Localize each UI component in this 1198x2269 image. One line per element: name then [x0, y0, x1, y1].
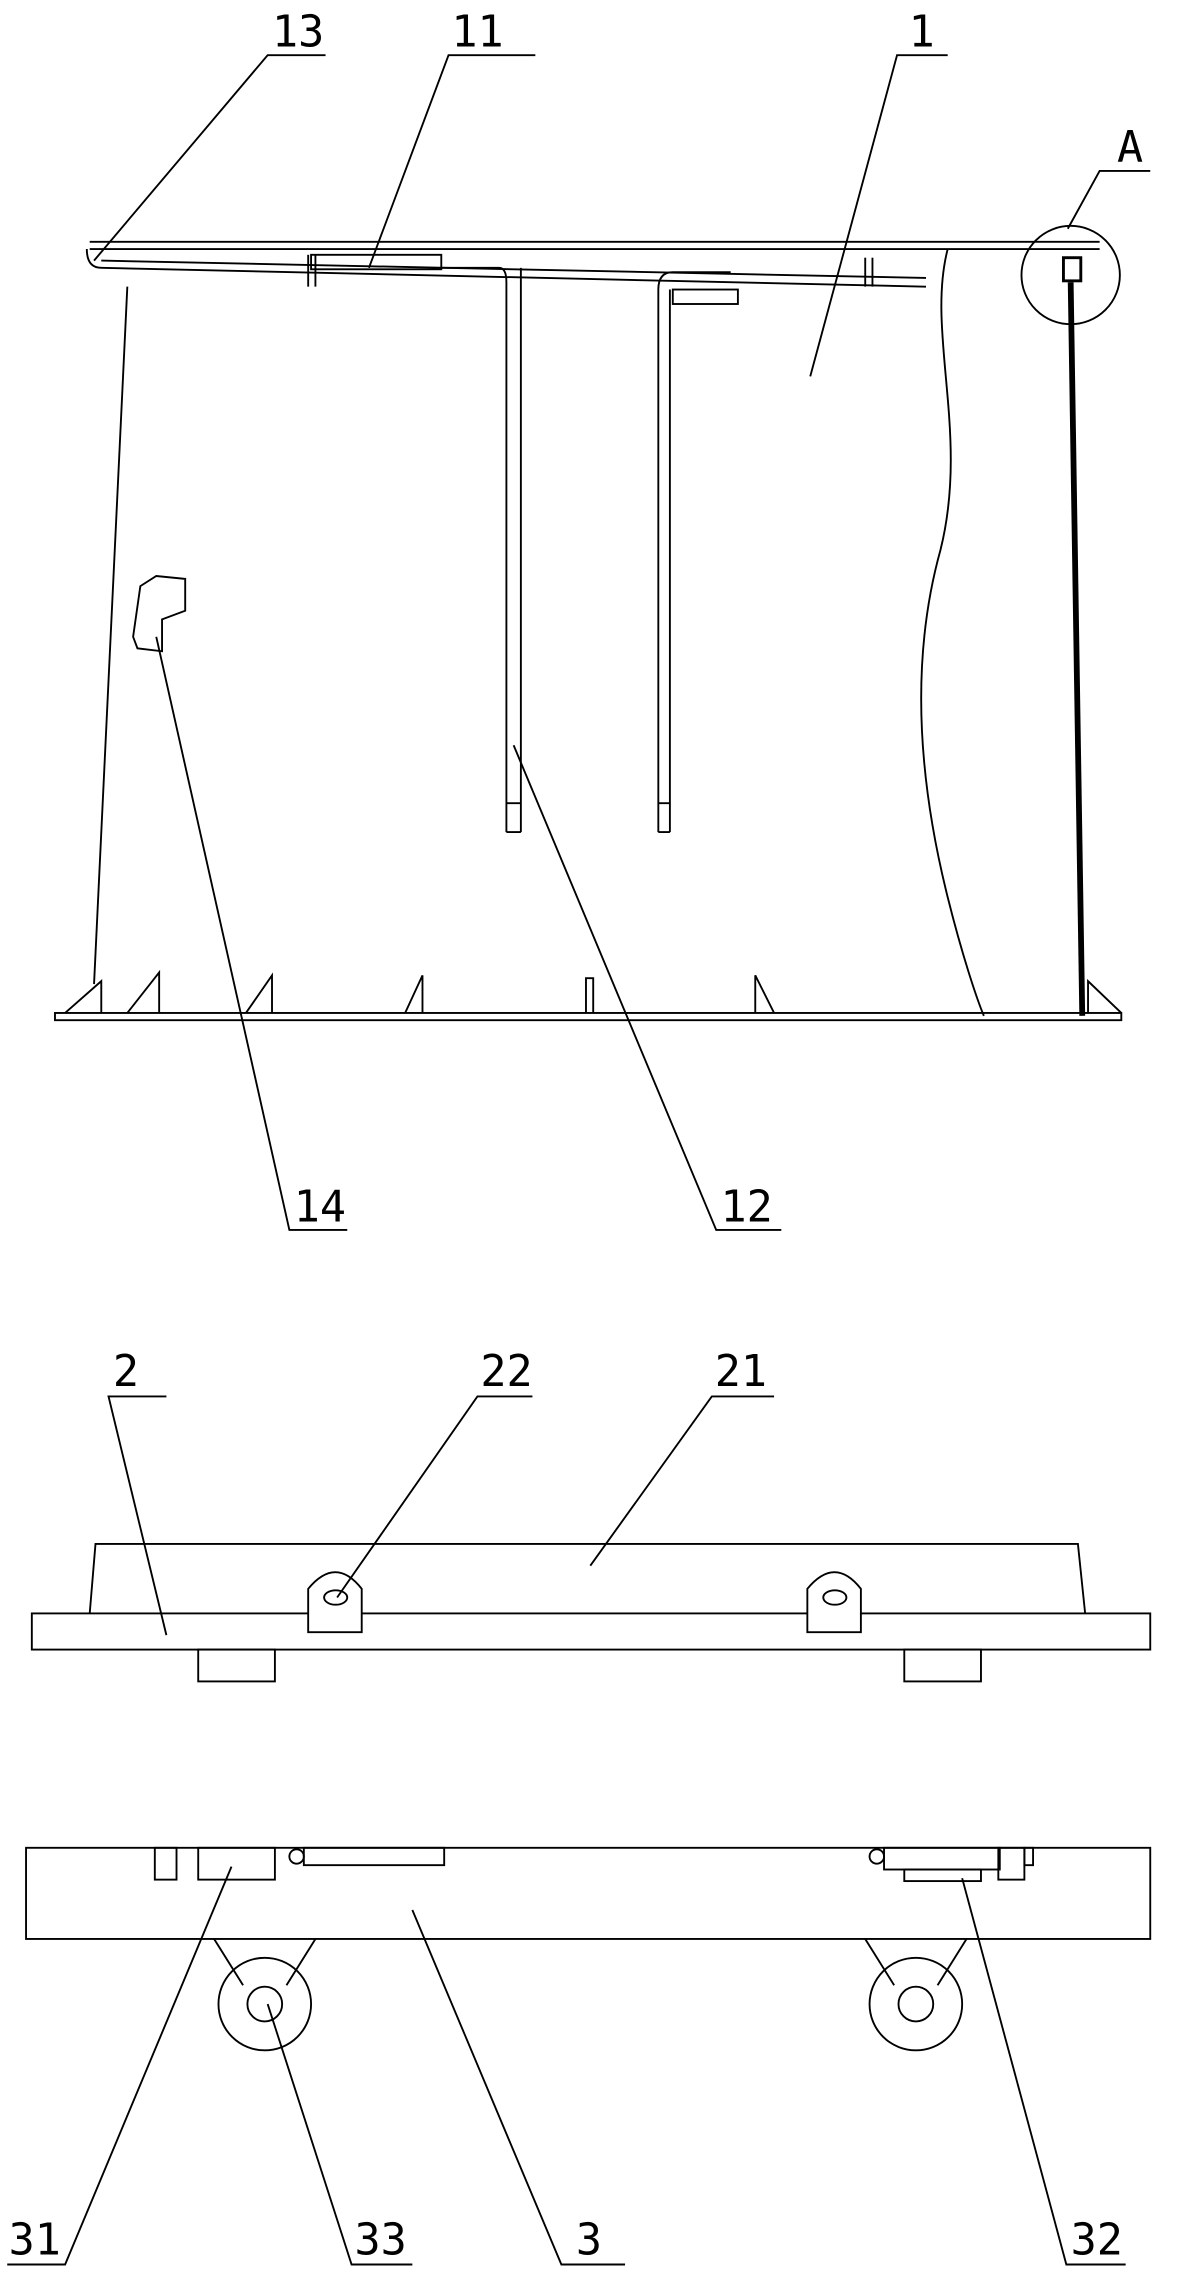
label-11: 11	[451, 7, 503, 57]
cart-3	[25, 1846, 1152, 2052]
label-3: 3	[576, 2215, 602, 2265]
label-14: 14	[294, 1182, 346, 1232]
label-1: 1	[909, 7, 935, 57]
bar-11	[307, 253, 874, 305]
wheel-33-b	[864, 1938, 968, 2052]
ribs	[64, 969, 1122, 1014]
leaders-bottom	[7, 1866, 1126, 2266]
part-31	[197, 1846, 276, 1881]
label-21: 21	[715, 1347, 767, 1397]
label-32: 32	[1071, 2215, 1123, 2265]
cover-21	[88, 1543, 1087, 1614]
label-22: 22	[480, 1347, 532, 1397]
wheel-33	[213, 1938, 317, 2052]
lug-22-b	[806, 1571, 862, 1634]
label-13: 13	[272, 7, 324, 57]
rods-12	[441, 266, 731, 834]
label-31: 31	[9, 2215, 61, 2265]
label-A: A	[1117, 123, 1143, 173]
lug-22	[307, 1571, 363, 1634]
label-33: 33	[354, 2215, 406, 2265]
leaders-middle	[107, 1395, 775, 1636]
part-32	[903, 1868, 982, 1883]
container-body-1	[54, 224, 1123, 1022]
leaders-top	[93, 54, 1151, 1231]
label-2: 2	[113, 1347, 139, 1397]
part-14	[132, 575, 187, 653]
label-12: 12	[721, 1182, 773, 1232]
detail-circle-A	[1020, 224, 1121, 326]
base-plate-2	[30, 1543, 1152, 1683]
